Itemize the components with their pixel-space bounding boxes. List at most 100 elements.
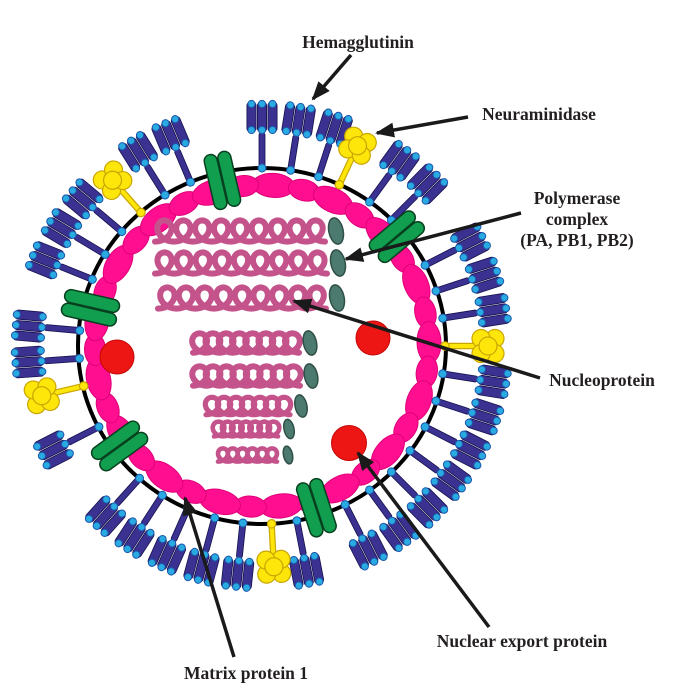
polymerase-complex-cap [328,284,346,312]
glycoprotein-dot [489,426,498,435]
glycoprotein-dot [326,136,335,145]
glycoprotein-dot [137,523,146,532]
glycoprotein-dot [421,487,430,496]
glycoprotein-dot [100,249,110,259]
glycoprotein-dot [102,495,111,504]
rna-segment-coil [152,249,330,277]
hemagglutinin-spike [431,396,505,436]
glycoprotein-dot [221,581,230,590]
glycoprotein-dot [478,451,487,460]
glycoprotein-dot [454,243,464,253]
rna-segment-coil [152,217,328,245]
rna-segment-coil [189,330,303,356]
glycoprotein-dot [117,227,127,237]
glycoprotein-dot [167,567,176,576]
glycoprotein-dot [87,274,97,284]
hemagglutinin-spike [438,293,512,328]
glycoprotein-dot [63,239,72,248]
glycoprotein-dot [406,181,415,190]
glycoprotein-dot [257,99,267,109]
glycoprotein-dot [414,494,423,503]
glycoprotein-dot [37,356,46,366]
glycoprotein-dot [61,194,71,203]
m2-channel-helix [377,220,426,264]
glycoprotein-dot [442,460,452,469]
glycoprotein-dot [474,297,483,306]
glycoprotein-dot [238,518,248,528]
neuraminidase-spike [23,377,89,415]
glycoprotein-dot [459,430,468,439]
neuraminidase-spike [92,160,146,218]
label-polymerase-line-2: complex [545,209,609,229]
glycoprotein-dot [161,119,170,128]
m2-channel-helix [63,288,121,314]
hemagglutinin-arrow [311,53,353,101]
glycoprotein-dot [477,318,487,327]
hemagglutinin-spike [314,108,353,182]
hemagglutinin-spike [147,504,193,576]
hemagglutinin-spike [151,115,196,187]
hemagglutinin-spike [24,241,97,284]
glycoprotein-dot [95,195,104,204]
glycoprotein-dot [492,267,501,276]
glycoprotein-dot [482,241,491,250]
glycoprotein-dot [118,142,127,151]
glycoprotein-dot [394,543,403,553]
glycoprotein-dot [94,422,104,432]
glycoprotein-dot [471,398,480,407]
rna-segment-coil [189,363,304,389]
neuraminidase-spike [256,518,292,584]
m2-channel-helix [295,482,324,538]
neuraminidase-head-lobe [102,170,123,190]
hemagglutinin-spike [10,345,84,379]
m2-channel-helix [90,420,141,461]
glycoprotein-dot [46,217,55,226]
polymerase-complex-cap [302,330,318,356]
m2-ion-channel [368,210,426,264]
glycoprotein-dot [310,551,319,561]
hemagglutinin-spike [420,422,491,470]
glycoprotein-dot [387,167,397,176]
glycoprotein-dot [181,138,190,148]
glycoprotein-dot [501,379,511,388]
glycoprotein-dot [367,529,376,538]
glycoprotein-dot [210,553,220,562]
glycoprotein-dot [496,277,505,286]
rna-segment-coil [155,284,329,312]
glycoprotein-dot [438,369,448,379]
m2-channel-helix [203,153,228,211]
glycoprotein-dot [379,522,388,532]
hemagglutinin-spike [289,516,325,590]
glycoprotein-dot [10,348,19,357]
glycoprotein-dot [12,310,21,319]
glycoprotein-dot [40,226,50,235]
glycoprotein-dot [450,449,459,458]
neuraminidase-base-dot [266,518,277,529]
hemagglutinin-spike [61,178,127,237]
glycoprotein-dot [38,367,47,376]
glycoprotein-dot [242,583,251,592]
glycoprotein-dot [10,331,20,340]
glycoprotein-dot [28,251,38,260]
nuclear-export-protein-arrow [356,451,491,629]
label-nucleoprotein: Nucleoprotein [549,370,655,390]
glycoprotein-dot [451,492,460,501]
glycoprotein-dot [476,375,485,384]
glycoprotein-dot [431,396,441,406]
glycoprotein-dot [468,408,477,417]
glycoprotein-dot [42,461,51,470]
rna-segment-coil [202,394,294,418]
glycoprotein-dot [501,304,511,313]
glycoprotein-dot [75,326,85,336]
glycoprotein-dot [405,446,415,456]
glycoprotein-dot [177,543,186,552]
glycoprotein-dot [149,153,158,162]
glycoprotein-dot [37,323,46,332]
m2-ion-channel [60,288,121,327]
glycoprotein-dot [387,516,397,525]
polymerase-complex-cap [282,445,294,465]
glycoprotein-dot [32,241,42,250]
hemagglutinin-spike [340,500,388,571]
hemagglutinin-spike [33,422,104,470]
hemagglutinin-spike [84,473,145,537]
